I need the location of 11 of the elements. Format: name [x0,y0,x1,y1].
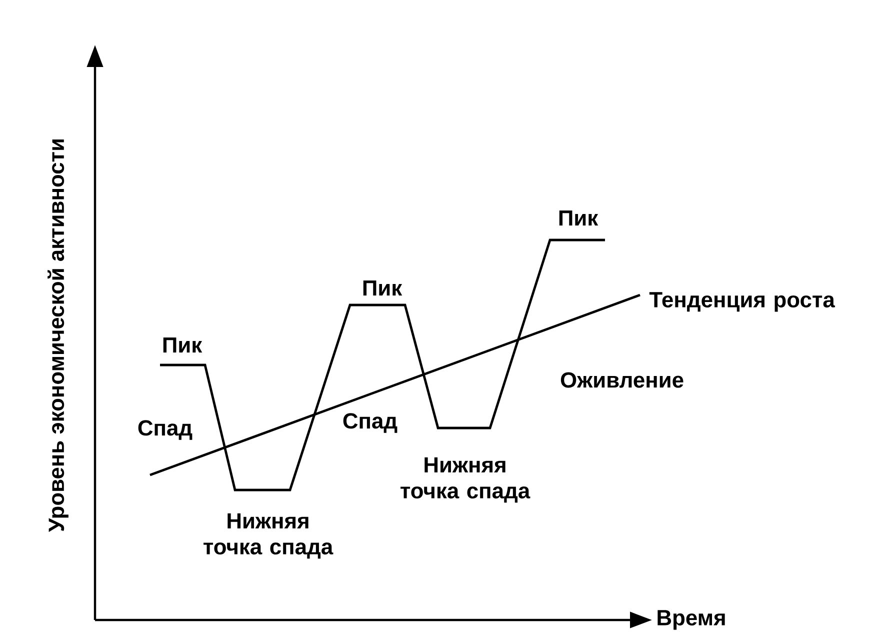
curve-label: Тенденция роста [649,292,836,312]
axis-label: Время [658,610,725,630]
curve-label: Нижняя точка спада [400,457,530,503]
curve-label: Пик [163,337,202,353]
curve-label: Нижняя точка спада [204,513,334,559]
curve-label: Оживление [560,372,684,388]
curve-label: Спад [343,413,398,433]
curve-label: Пик [363,280,402,296]
curve-label: Спад [138,420,192,440]
curve-label: Пик [559,210,598,226]
axis-label: Уровень экономической активности [48,140,68,532]
